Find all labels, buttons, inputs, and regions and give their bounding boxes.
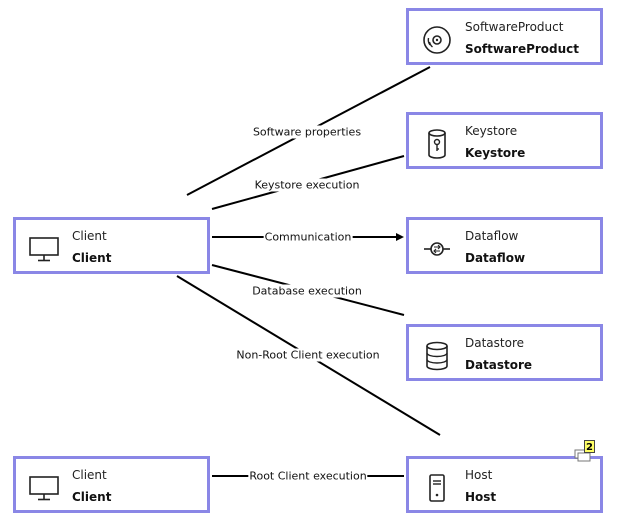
node-kind-label: Client	[72, 229, 107, 243]
stacked-screens-icon	[574, 449, 591, 462]
dataflow-icon	[424, 242, 450, 256]
node-kind-label: Keystore	[465, 124, 518, 138]
edge-label-communication: Communication	[263, 230, 353, 244]
edge-label-non-root-client-execution: Non-Root Client execution	[235, 348, 381, 362]
node-name-label: SoftwareProduct	[465, 42, 580, 56]
node-kind-label: Host	[465, 468, 493, 482]
node-name-label: Datastore	[465, 358, 533, 372]
server-icon	[429, 474, 445, 502]
node-name-label: Host	[465, 490, 497, 504]
badge-count: 2	[584, 440, 595, 453]
edge-label-database-execution: Database execution	[251, 284, 363, 298]
arrowhead-icon	[396, 233, 404, 241]
node-name-label: Keystore	[465, 146, 526, 160]
node-client-root[interactable]: Client Client	[13, 456, 210, 513]
node-keystore[interactable]: Keystore Keystore	[406, 112, 603, 169]
node-dataflow[interactable]: Dataflow Dataflow	[406, 217, 603, 274]
edge-label-keystore-execution: Keystore execution	[253, 178, 361, 192]
node-kind-label: Dataflow	[465, 229, 519, 243]
node-client[interactable]: Client Client	[13, 217, 210, 274]
monitor-icon	[29, 237, 59, 262]
monitor-icon	[29, 476, 59, 501]
node-kind-label: Client	[72, 468, 107, 482]
node-software-product[interactable]: SoftwareProduct SoftwareProduct	[406, 8, 603, 65]
keystore-icon	[428, 129, 446, 159]
node-host[interactable]: Host Host	[406, 456, 603, 513]
grouped-nodes-badge[interactable]: 2	[574, 440, 598, 462]
node-name-label: Client	[72, 251, 112, 265]
edge-label-root-client-execution: Root Client execution	[248, 469, 368, 483]
node-kind-label: SoftwareProduct	[465, 20, 564, 34]
database-icon	[426, 341, 448, 371]
node-kind-label: Datastore	[465, 336, 525, 350]
disc-icon	[423, 26, 451, 54]
node-name-label: Dataflow	[465, 251, 526, 265]
node-datastore[interactable]: Datastore Datastore	[406, 324, 603, 381]
node-name-label: Client	[72, 490, 112, 504]
edge-label-software-properties: Software properties	[251, 125, 363, 139]
